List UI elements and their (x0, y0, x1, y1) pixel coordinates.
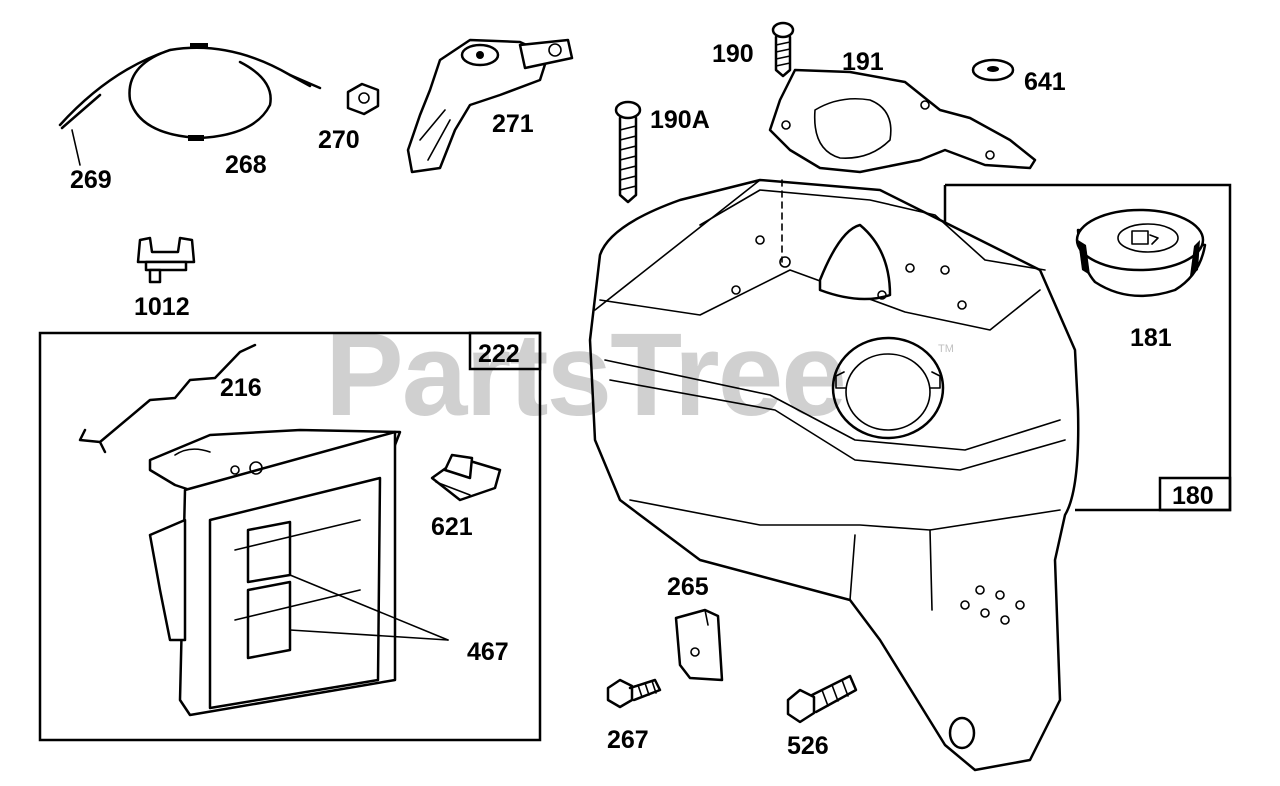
watermark-trademark: TM (938, 343, 954, 355)
label-180: 180 (1172, 482, 1214, 510)
label-191: 191 (842, 48, 884, 76)
label-526: 526 (787, 732, 829, 760)
label-222: 222 (478, 340, 520, 368)
muffler-drawing[interactable] (148, 428, 402, 717)
fuel-cap-group-box (943, 183, 1232, 512)
label-265: 265 (667, 573, 709, 601)
washer-drawing[interactable] (971, 58, 1015, 82)
label-467: 467 (467, 638, 509, 666)
label-268: 268 (225, 151, 267, 179)
label-641: 641 (1024, 68, 1066, 96)
nut-drawing[interactable] (346, 82, 380, 116)
fuel-tank-drawing[interactable] (588, 178, 1080, 772)
label-190A: 190A (650, 106, 710, 134)
label-267: 267 (607, 726, 649, 754)
label-621: 621 (431, 513, 473, 541)
label-181: 181 (1130, 324, 1172, 352)
control-bracket-drawing[interactable] (406, 38, 574, 174)
fuel-cap-drawing[interactable] (1075, 208, 1207, 298)
screw-190-drawing[interactable] (771, 21, 795, 78)
clip-621-drawing[interactable] (430, 453, 502, 502)
label-190: 190 (712, 40, 754, 68)
throttle-cable-drawing[interactable] (58, 43, 322, 141)
watermark-text: PartsTree (325, 309, 845, 441)
label-270: 270 (318, 126, 360, 154)
label-271: 271 (492, 110, 534, 138)
screw-190A-drawing[interactable] (614, 100, 642, 204)
label-269: 269 (70, 166, 112, 194)
muffler-group-box (38, 331, 542, 742)
leader-269 (71, 129, 81, 166)
leader-lines-467 (289, 574, 449, 641)
bolt-267-drawing[interactable] (606, 678, 662, 709)
bolt-526-drawing[interactable] (786, 674, 858, 724)
label-216: 216 (220, 374, 262, 402)
label-1012: 1012 (134, 293, 190, 321)
bracket-265-drawing[interactable] (674, 608, 724, 682)
clip-1012-drawing[interactable] (136, 236, 196, 284)
gasket-drawing[interactable] (768, 68, 1037, 174)
spring-wire-drawing[interactable] (78, 343, 257, 454)
